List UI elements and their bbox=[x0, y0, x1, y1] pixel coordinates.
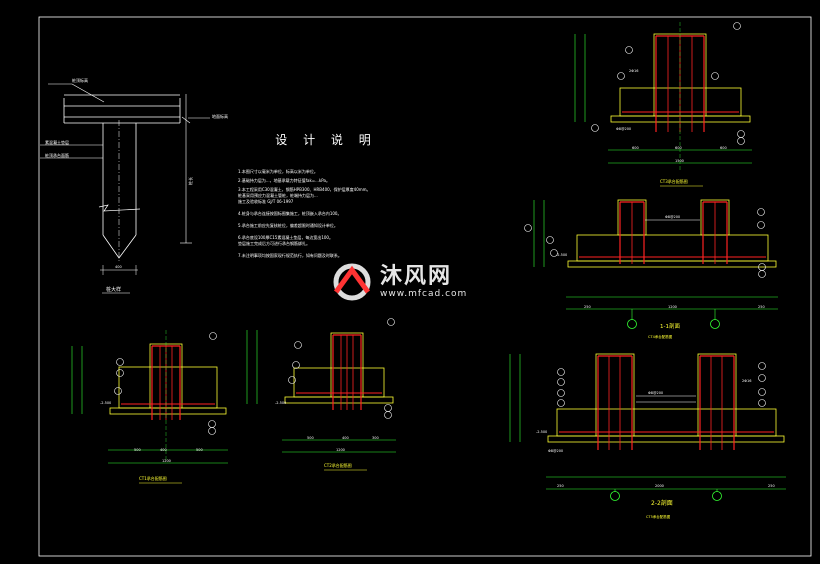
ct2-title: CT2承台配筋图 bbox=[324, 462, 352, 468]
ct4-elev: -2.500 bbox=[556, 253, 567, 257]
dim-ct2-mid: 400 bbox=[342, 436, 349, 440]
ct3-rebar-a: Φ8@200 bbox=[616, 127, 631, 131]
ct2-elev: -2.500 bbox=[275, 401, 286, 405]
pile-detail: 桩顶标高 素混凝土垫层 桩顶承台面筋 地面标高 桩长 400 桩大样 bbox=[40, 77, 228, 294]
notes-title: 设 计 说 明 bbox=[275, 133, 377, 147]
dim-pile-width: 400 bbox=[115, 265, 122, 269]
dim-ct2-left: 500 bbox=[307, 436, 314, 440]
note-line-6: 4.桩身与承台连接按国标图集施工，桩顶嵌入承台内100。 bbox=[238, 211, 342, 216]
note-line-5: 施工及验收标准 GJ/T 06-1997 bbox=[238, 199, 294, 204]
note-line-2: 2.基础持力层为...，地基承载力特征值fak=...kPa。 bbox=[238, 178, 330, 183]
ct4-title: CT4承台配筋图 bbox=[648, 334, 673, 339]
dim-ct3-left: 600 bbox=[632, 146, 639, 150]
dim-ct2-total: 1200 bbox=[336, 448, 345, 452]
dim-ct3-right: 600 bbox=[720, 146, 727, 150]
label-pile-cushion: 素混凝土垫层 bbox=[45, 139, 69, 145]
note-line-10: 7.未注明事项均按国家现行规范执行，如有问题及时联系。 bbox=[238, 253, 342, 258]
label-ground-elev: 地面标高 bbox=[212, 113, 228, 119]
dim-ct3-mid: 600 bbox=[675, 146, 682, 150]
dim-ct1-right: 500 bbox=[196, 448, 203, 452]
cap-ct1: 500 400 500 1200 -2.500 CT1承台配筋图 bbox=[71, 330, 228, 484]
dim-ct1-left: 500 bbox=[134, 448, 141, 452]
cap-ct2: 500 400 300 1200 -2.500 CT2承台配筋图 bbox=[246, 318, 396, 471]
note-line-8: 6.承台底设100厚C15素混凝土垫层，每边宽出100。 bbox=[238, 235, 333, 240]
ct5-elev: -2.500 bbox=[536, 430, 547, 434]
note-line-1: 1.本图尺寸以毫米为单位，标高以米为单位。 bbox=[238, 169, 318, 174]
ct5-rebar-a: Φ8@200 bbox=[648, 391, 663, 395]
label-pile-ground: 桩顶标高 bbox=[72, 77, 88, 83]
note-line-7: 5.承台施工前应先复核桩位，偏差超限时通知设计单位。 bbox=[238, 223, 338, 228]
watermark-logo bbox=[333, 263, 371, 301]
watermark-url: www.mfcad.com bbox=[380, 289, 468, 299]
ct4-rebar-a: Φ8@200 bbox=[665, 215, 680, 219]
cap-ct3: 2Φ16 Φ8@200 600 600 600 1500 CT3承台配筋图 bbox=[574, 22, 752, 187]
dim-ct2-right: 300 bbox=[372, 436, 379, 440]
dim-ct1-total: 1200 bbox=[162, 459, 171, 463]
label-pile-cap: 桩顶承台面筋 bbox=[45, 152, 69, 158]
dim-ct3-total: 1500 bbox=[675, 159, 684, 163]
ct3-rebar-b: 2Φ16 bbox=[629, 69, 638, 73]
ct5-title: CT5承台配筋图 bbox=[646, 514, 671, 519]
watermark-brand: 沐风网 bbox=[380, 264, 453, 289]
note-line-3: 3.本工程采用C30混凝土，钢筋HPB300、HRB400，保护层厚度40mm。 bbox=[238, 187, 371, 192]
ct5-rebar-b: 2Φ16 bbox=[742, 379, 751, 383]
label-pile-section: 桩大样 bbox=[106, 286, 121, 293]
dim-ct1-mid: 400 bbox=[160, 448, 167, 452]
dim-ct5-mid: 2000 bbox=[655, 484, 664, 488]
ct5-rebar-c: Φ8@200 bbox=[548, 449, 563, 453]
ct3-title: CT3承台配筋图 bbox=[660, 178, 688, 184]
dim-ct5-left: 250 bbox=[557, 484, 564, 488]
dim-ct4-right: 250 bbox=[758, 305, 765, 309]
cap-ct5: Φ8@200 2Φ16 -2.500 Φ8@200 250 2000 250 2… bbox=[509, 353, 786, 519]
cap-ct4: Φ8@200 -2.500 250 1200 250 1-1剖面 CT4承台配筋… bbox=[524, 199, 778, 339]
section-11-title: 1-1剖面 bbox=[660, 322, 680, 330]
ct1-elev: -2.500 bbox=[100, 401, 111, 405]
dim-ct5-right: 250 bbox=[768, 484, 775, 488]
dim-ct4-left: 250 bbox=[584, 305, 591, 309]
ct1-title: CT1承台配筋图 bbox=[139, 475, 167, 481]
note-line-4: 桩基采用预应力混凝土管桩，桩端持力层为... bbox=[238, 193, 318, 198]
note-line-9: 垫层施工完成后方可进行承台钢筋绑扎。 bbox=[238, 241, 310, 246]
frame-border bbox=[38, 16, 812, 557]
dim-ct4-mid: 1200 bbox=[668, 305, 677, 309]
section-22-title: 2-2剖面 bbox=[651, 499, 673, 507]
label-pile-length: 桩长 bbox=[187, 177, 193, 185]
